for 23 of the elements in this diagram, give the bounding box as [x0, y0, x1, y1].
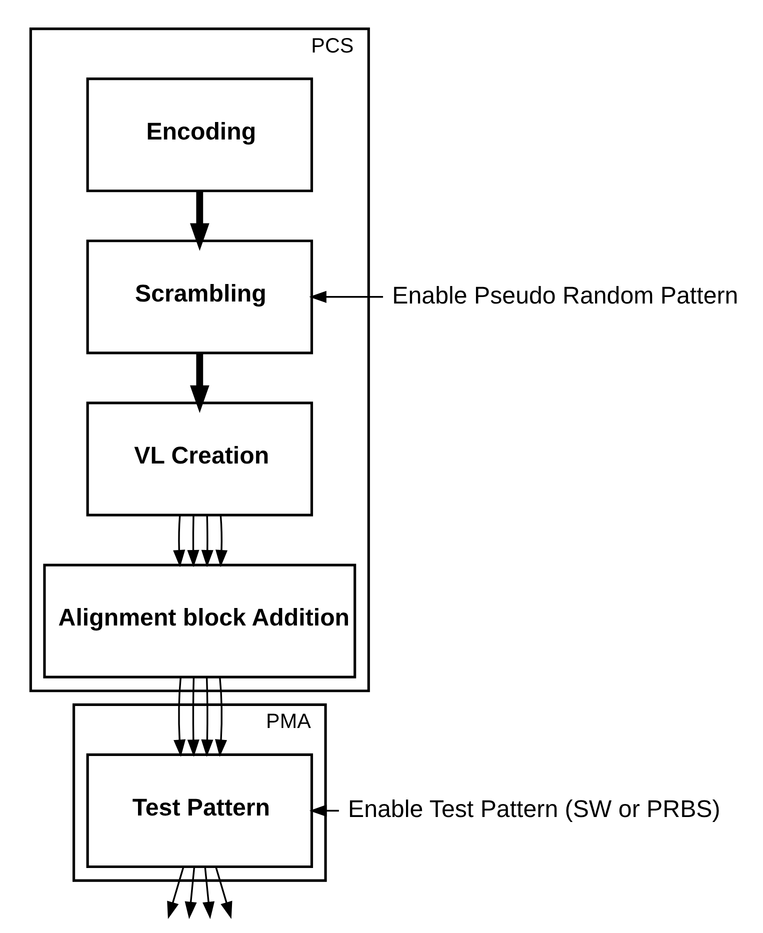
node-box: Scrambling [86, 240, 313, 354]
arrow [172, 515, 185, 568]
arrow [186, 515, 199, 568]
arrow [184, 866, 196, 920]
arrow [173, 677, 186, 757]
arrow [308, 804, 338, 817]
node-text: Enable Test Pattern (SW or PRBS) [348, 796, 720, 824]
node-box: Encoding [86, 78, 313, 192]
arrow [308, 290, 383, 303]
node-box: Test Pattern [86, 753, 313, 868]
arrow [202, 866, 214, 920]
arrow [200, 677, 213, 757]
arrow [214, 677, 227, 757]
arrow [214, 866, 232, 919]
node-box: VL Creation [86, 402, 313, 516]
arrow [200, 515, 213, 568]
arrow [214, 515, 228, 568]
arrow [166, 866, 184, 919]
arrow [189, 191, 209, 251]
arrow [189, 353, 209, 413]
arrow [186, 677, 199, 757]
node-box: Alignment block Addition [42, 564, 356, 678]
node-text: Enable Pseudo Random Pattern [392, 282, 738, 310]
